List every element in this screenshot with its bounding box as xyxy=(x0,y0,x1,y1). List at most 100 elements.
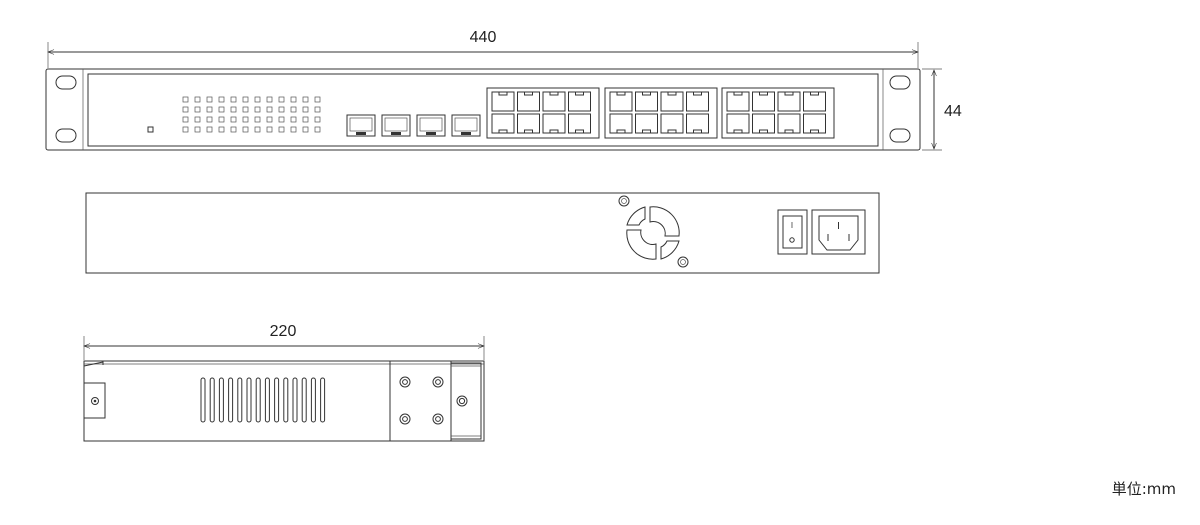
rj45-port-block xyxy=(486,87,600,139)
led-indicator xyxy=(194,106,201,113)
led-indicator xyxy=(266,126,273,133)
rj45-port xyxy=(686,91,709,112)
mount-hole xyxy=(55,75,77,90)
rj45-port-block xyxy=(721,87,835,139)
rj45-port xyxy=(568,91,591,112)
led-indicator xyxy=(302,126,309,133)
rj45-port xyxy=(542,91,566,112)
vent-slots xyxy=(200,377,326,423)
vent-slot xyxy=(209,377,215,423)
sfp-port xyxy=(346,114,376,137)
led-indicator xyxy=(314,106,321,113)
vent-slot xyxy=(274,377,280,423)
rj45-port xyxy=(660,113,684,134)
led-indicator xyxy=(242,96,249,103)
vent-slot xyxy=(218,377,224,423)
led-indicator xyxy=(266,96,273,103)
height-value: 44 xyxy=(944,103,962,120)
rj45-port xyxy=(777,91,801,112)
rj45-port xyxy=(517,113,540,134)
cooling-fan-icon xyxy=(618,195,689,268)
rj45-port xyxy=(660,91,684,112)
vent-slot xyxy=(255,377,261,423)
led-indicator xyxy=(266,106,273,113)
led-indicator xyxy=(290,106,297,113)
vent-slot xyxy=(301,377,307,423)
led-indicator xyxy=(182,116,189,123)
height-dimension: 44 xyxy=(922,68,962,151)
vent-slot xyxy=(283,377,289,423)
vent-slot xyxy=(264,377,270,423)
bracket-screws xyxy=(399,376,444,425)
rj45-port xyxy=(752,113,775,134)
led-indicator xyxy=(182,96,189,103)
led-indicator xyxy=(206,126,213,133)
led-indicator xyxy=(254,96,261,103)
vent-slot xyxy=(246,377,252,423)
rj45-port xyxy=(752,91,775,112)
svg-text:I: I xyxy=(791,221,793,230)
led-indicator xyxy=(290,116,297,123)
vent-slot xyxy=(237,377,243,423)
rj45-port-group xyxy=(486,87,835,139)
sfp-port xyxy=(416,114,446,137)
led-indicator xyxy=(206,116,213,123)
rj45-port xyxy=(803,91,826,112)
rj45-port xyxy=(635,91,658,112)
sfp-port-group xyxy=(346,114,481,137)
led-indicator xyxy=(290,96,297,103)
rj45-port xyxy=(635,113,658,134)
led-indicator xyxy=(314,126,321,133)
power-led xyxy=(147,126,154,133)
led-indicator xyxy=(278,106,285,113)
vent-slot xyxy=(310,377,316,423)
led-indicator xyxy=(254,116,261,123)
led-indicator-grid xyxy=(182,96,321,133)
depth-value: 220 xyxy=(270,323,297,340)
depth-dimension: 220 xyxy=(83,323,485,360)
vent-slot xyxy=(200,377,206,423)
rj45-port xyxy=(686,113,709,134)
front-view: 440 44 xyxy=(45,29,962,151)
led-indicator xyxy=(218,106,225,113)
led-indicator xyxy=(230,126,237,133)
mount-hole xyxy=(55,128,77,143)
led-indicator xyxy=(218,116,225,123)
rj45-port xyxy=(777,113,801,134)
sfp-port xyxy=(451,114,481,137)
rack-bracket xyxy=(389,360,482,442)
led-indicator xyxy=(194,126,201,133)
vent-slot xyxy=(320,377,326,423)
rj45-port xyxy=(609,91,633,112)
led-indicator xyxy=(314,116,321,123)
led-indicator xyxy=(314,96,321,103)
width-value: 440 xyxy=(470,29,497,46)
rj45-port xyxy=(517,91,540,112)
led-indicator xyxy=(290,126,297,133)
led-indicator xyxy=(230,106,237,113)
screw xyxy=(399,376,411,388)
led-indicator xyxy=(206,106,213,113)
screw xyxy=(432,413,444,425)
led-indicator xyxy=(302,116,309,123)
led-indicator xyxy=(194,96,201,103)
power-switch: I xyxy=(777,209,808,255)
led-indicator xyxy=(278,116,285,123)
ac-inlet xyxy=(811,209,866,255)
rj45-port xyxy=(542,113,566,134)
rj45-port xyxy=(726,113,750,134)
vent-slot xyxy=(228,377,234,423)
led-indicator xyxy=(302,106,309,113)
unit-label: 単位:mm xyxy=(1111,480,1176,498)
rj45-port-block xyxy=(604,87,718,139)
led-indicator xyxy=(266,116,273,123)
ear-screw xyxy=(456,395,468,407)
screw xyxy=(432,376,444,388)
rj45-port xyxy=(726,91,750,112)
led-indicator xyxy=(302,96,309,103)
mount-hole xyxy=(889,128,911,143)
led-indicator xyxy=(230,116,237,123)
mount-hole xyxy=(889,75,911,90)
side-rear-tab xyxy=(83,382,106,419)
led-indicator xyxy=(242,126,249,133)
